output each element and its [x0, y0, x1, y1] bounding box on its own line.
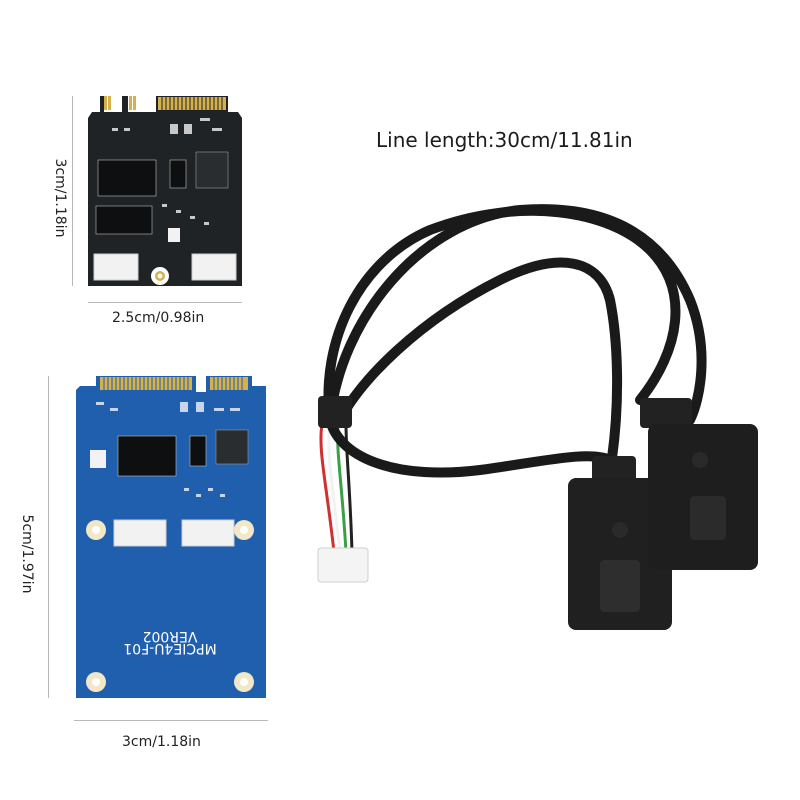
usb-cable-assembly	[317, 204, 758, 630]
large-card-width-label: 3cm/1.18in	[122, 734, 201, 750]
small-card-width-line	[88, 302, 242, 303]
large-card-height-line	[48, 376, 49, 698]
cable-ferrule	[318, 396, 352, 428]
large-mini-pcie-card: VER002 MPCIE4U-F01	[76, 376, 266, 698]
line-length-label: Line length:30cm/11.81in	[376, 128, 633, 152]
small-card-height-line	[72, 96, 73, 286]
small-card-width-label: 2.5cm/0.98in	[112, 310, 205, 326]
usb-female-connector-2	[640, 398, 758, 570]
silkscreen-model: MPCIE4U-F01	[123, 640, 216, 656]
small-m2-card	[88, 96, 242, 286]
jst-connector	[317, 547, 369, 583]
silkscreen-version: VER002	[143, 628, 198, 644]
large-card-width-line	[74, 720, 268, 721]
usb-female-connector-1	[568, 456, 672, 630]
